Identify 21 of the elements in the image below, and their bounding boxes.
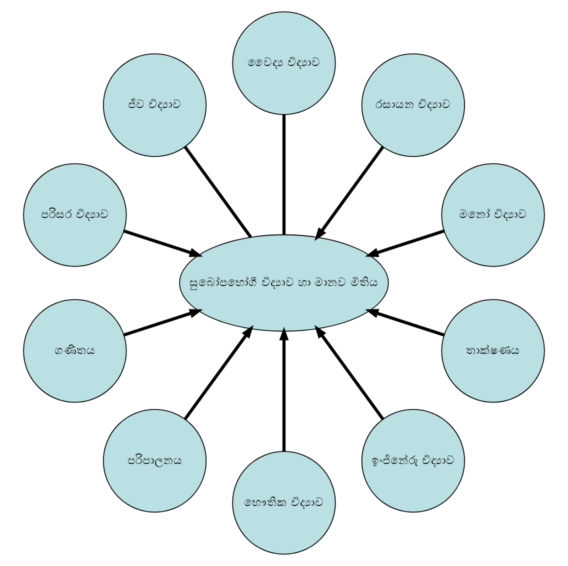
node-circle: පරිපාලනය xyxy=(102,409,207,513)
node-circle: මනෝ විද්‍යාව xyxy=(441,163,545,267)
node-circle: ගණිතය xyxy=(23,299,127,403)
arrow xyxy=(123,230,203,257)
arrow xyxy=(365,309,445,336)
arrow xyxy=(123,309,203,336)
node-ellipse: සුබෝපභෝගී විද්‍යාව හා මානව මිතිය xyxy=(179,234,389,332)
connector xyxy=(282,114,286,234)
node-circle: වෛද්‍ය විද්‍යාව xyxy=(232,11,336,116)
arrow xyxy=(184,324,254,420)
node-circle: තාක්ෂණය xyxy=(441,299,545,403)
connector xyxy=(184,146,252,238)
node-circle: භෞතික විද්‍යාව xyxy=(232,450,336,555)
node-circle: ජීව විද්‍යාව xyxy=(102,53,207,157)
arrow xyxy=(314,324,384,420)
node-circle: ඉංජිනේරු විද්‍යාව xyxy=(361,409,466,513)
arrow xyxy=(365,230,445,257)
node-circle: පරිසර විද්‍යාව xyxy=(23,163,127,267)
arrow xyxy=(279,326,289,452)
arrow xyxy=(314,146,384,242)
node-circle: රසායන විද්‍යාව xyxy=(361,53,466,157)
